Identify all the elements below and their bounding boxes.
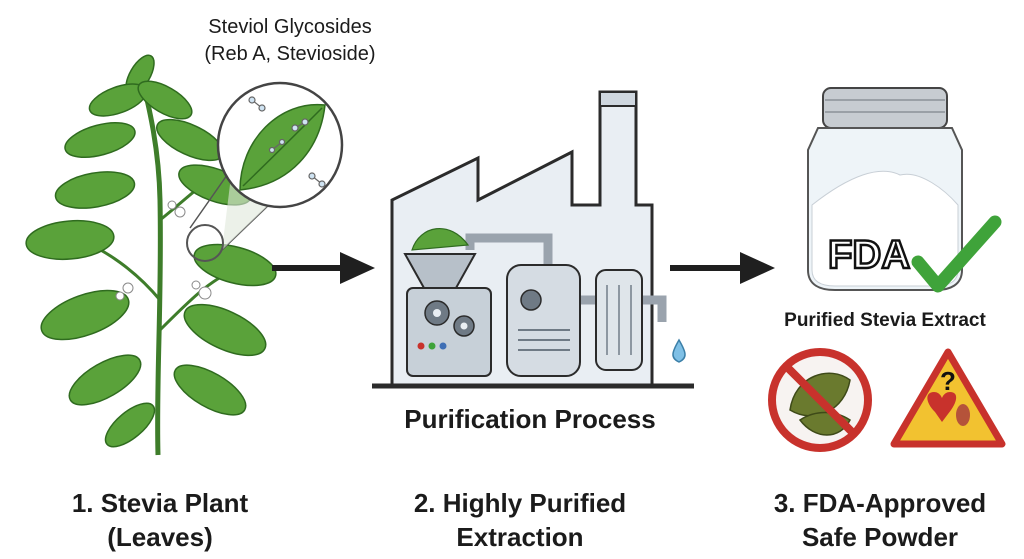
step-2-line1: 2. Highly Purified	[413, 488, 627, 518]
plant-leaf	[183, 303, 267, 357]
step-2-line2: Extraction	[456, 522, 584, 552]
steviol-glycosides-label: Steviol Glycosides (Reb A, Stevioside)	[170, 14, 410, 68]
purified-extract-label: Purified Stevia Extract	[784, 310, 986, 331]
arrow-plant-to-factory	[272, 252, 375, 284]
steviol-title-line1: Steviol Glycosides	[208, 16, 372, 38]
plant-leaf	[104, 402, 156, 448]
droplet-icon	[672, 338, 686, 363]
step-1-caption: 1. Stevia Plant (Leaves)	[35, 486, 285, 554]
purification-process-label: Purification Process	[404, 404, 656, 434]
fda-logo: FDA	[828, 233, 910, 277]
steviol-title-line2: (Reb A, Stevioside)	[204, 43, 376, 65]
step-1-line2: (Leaves)	[107, 522, 213, 552]
step-2-caption: 2. Highly Purified Extraction	[375, 486, 665, 554]
plant-leaf	[137, 80, 193, 120]
leaf-zoom-callout	[186, 81, 344, 262]
prohibited-leaf-icon	[768, 348, 872, 452]
molecule-icon	[248, 96, 326, 188]
factory-illustration	[372, 90, 694, 389]
step-3-caption: 3. FDA-Approved Safe Powder	[750, 486, 1010, 554]
plant-leaf	[193, 243, 277, 287]
plant-leaf	[173, 364, 247, 416]
plant-leaf	[64, 122, 136, 158]
question-mark: ?	[940, 366, 956, 396]
arrow-factory-to-jar	[670, 252, 775, 284]
health-warning-icon: ?	[890, 348, 1006, 448]
plant-leaf	[54, 171, 136, 209]
powder-jar-illustration: FDA	[807, 87, 963, 291]
step-3-line2: Safe Powder	[801, 522, 959, 552]
plant-leaf	[68, 354, 142, 406]
checkmark-icon	[911, 215, 1002, 293]
plant-leaf	[25, 219, 115, 261]
step-1-line1: 1. Stevia Plant	[71, 488, 249, 518]
stevia-plant-illustration	[25, 54, 277, 456]
step-3-line1: 3. FDA-Approved	[773, 488, 987, 518]
plant-leaf	[40, 289, 130, 341]
